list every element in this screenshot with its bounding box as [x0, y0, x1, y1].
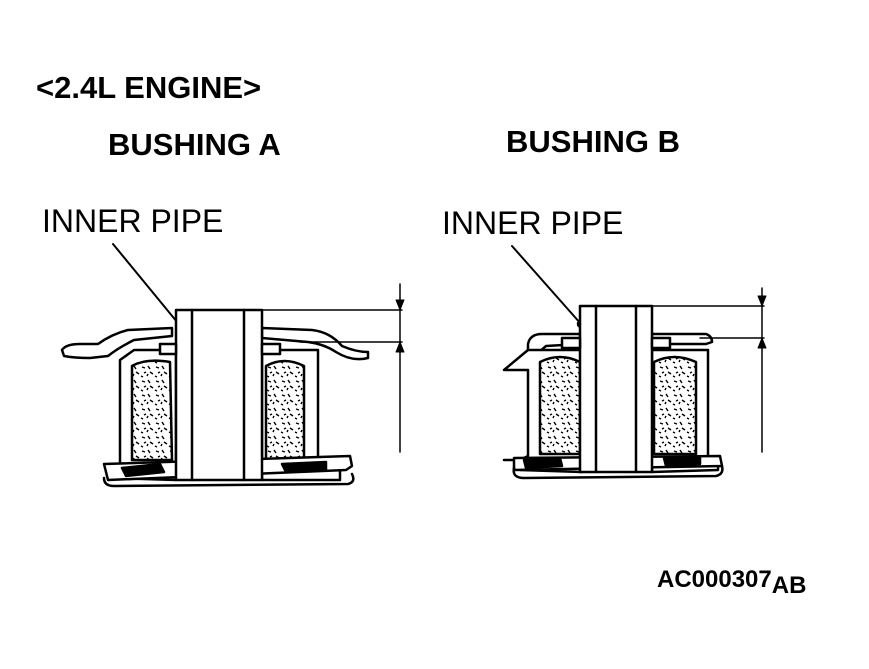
arrow-top-a [395, 299, 405, 311]
arrow-bottom-b [757, 337, 767, 349]
figure-code-main: AC000307 [657, 566, 772, 593]
figure-code: AC000307AB [657, 566, 806, 598]
inner-pipe-a [174, 308, 264, 482]
left-flange-a [60, 326, 174, 360]
arrow-bottom-a [395, 341, 405, 353]
rubber-right-a [264, 359, 306, 462]
inner-pipe-b [578, 304, 654, 474]
collar-right-a [260, 342, 282, 356]
bushing-a-title: BUSHING A [108, 127, 281, 162]
bushing-a-drawing [60, 243, 405, 488]
bushing-b-drawing [502, 245, 767, 480]
rubber-right-b [652, 355, 698, 456]
leader-line-a [112, 243, 183, 329]
base-weld-a [120, 462, 166, 478]
collar-left-a [158, 342, 178, 356]
base-lip-b [512, 464, 724, 480]
right-flange-a [260, 326, 370, 361]
base-lip-a [102, 472, 355, 488]
rubber-left-a [130, 359, 174, 462]
collar-right-b [650, 336, 672, 350]
arrow-top-b [757, 295, 767, 307]
bushing-b-title: BUSHING B [506, 124, 680, 159]
base-weld-right-b [662, 456, 702, 468]
collar-left-b [560, 336, 582, 350]
leader-line-b [511, 245, 582, 325]
engine-heading: <2.4L ENGINE> [36, 70, 262, 105]
inner-pipe-callout-b: INNER PIPE [442, 205, 624, 241]
base-weld-b [522, 456, 564, 470]
base-weld-right-a [280, 460, 328, 474]
rubber-left-b [538, 355, 582, 456]
figure-code-suffix: AB [771, 572, 807, 599]
inner-pipe-callout-a: INNER PIPE [42, 203, 224, 239]
